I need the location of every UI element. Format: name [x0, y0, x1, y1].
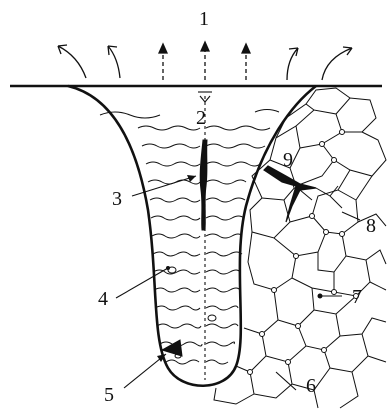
label-8: 8: [366, 215, 376, 237]
leader-dot-4: [166, 266, 170, 270]
label-6: 6: [306, 375, 316, 397]
label-9: 9: [283, 149, 293, 171]
label-2: 2: [196, 107, 206, 129]
weld-pool-outline: [68, 86, 316, 386]
upward-arrows: [58, 42, 352, 80]
label-7: 7: [352, 286, 362, 308]
surface-ripples: [100, 110, 279, 119]
grain-boundary-crack: [264, 166, 316, 222]
center-crack: [200, 140, 207, 230]
label-1: 1: [199, 8, 209, 30]
label-4: 4: [98, 288, 108, 310]
label-5: 5: [104, 384, 114, 406]
label-3: 3: [112, 188, 122, 210]
leader-dot-7: [318, 294, 323, 299]
center-flow-line: [198, 92, 212, 380]
